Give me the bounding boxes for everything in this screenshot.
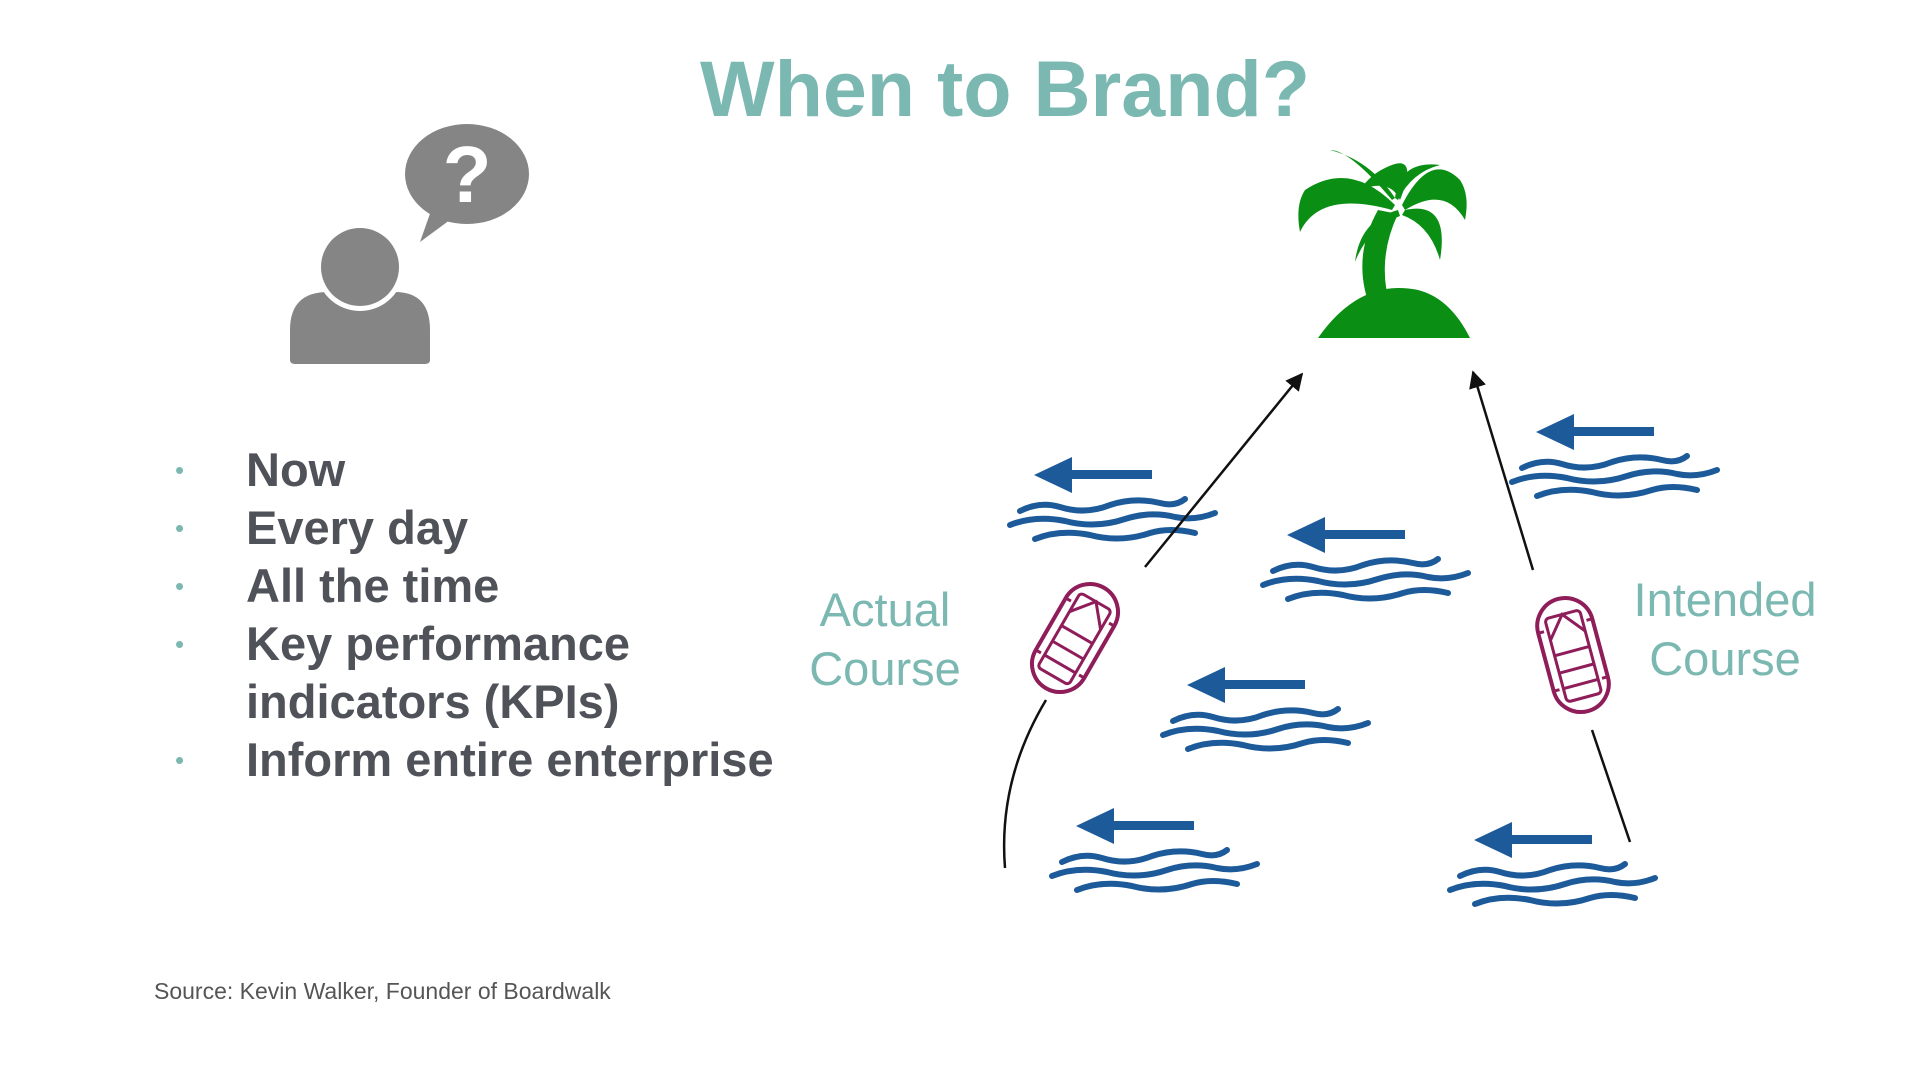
intended-course-arrow [1469, 370, 1535, 571]
actual-course-lower-line [1002, 699, 1048, 869]
source-citation: Source: Kevin Walker, Founder of Boardwa… [154, 978, 611, 1004]
raft-icon [1019, 571, 1131, 705]
bullet-dot: • [175, 629, 185, 659]
actual-course-label: Actual Course [809, 583, 961, 695]
slide-title: When to Brand? [700, 44, 1310, 133]
wave-current-icon [1450, 822, 1655, 904]
bullet-dot: • [175, 455, 185, 485]
speech-bubble-icon: ? [405, 124, 529, 242]
bullet-dot: • [175, 513, 185, 543]
bullet-item: •Every day [175, 499, 774, 557]
wave-current-icon [1052, 808, 1257, 890]
person-icon [290, 223, 430, 364]
wave-current-icon [1512, 414, 1717, 496]
wave-current-icon [1010, 457, 1215, 539]
bullet-item: •All the time [175, 557, 774, 615]
question-mark: ? [443, 130, 492, 219]
raft-icon [1528, 589, 1618, 721]
palm-island-icon [1298, 150, 1470, 338]
wave-current-icon [1163, 667, 1368, 749]
actual-course-arrow [1144, 372, 1304, 568]
bullet-list: •Now •Every day •All the time •Key perfo… [175, 441, 774, 789]
wave-current-icon [1263, 517, 1468, 599]
intended-course-lower-line [1590, 729, 1632, 843]
bullet-dot: • [175, 571, 185, 601]
bullet-dot: • [175, 745, 185, 775]
bullet-item: •Inform entire enterprise [175, 731, 774, 789]
bullet-item: •Now [175, 441, 774, 499]
intended-course-label: Intended Course [1633, 573, 1817, 685]
